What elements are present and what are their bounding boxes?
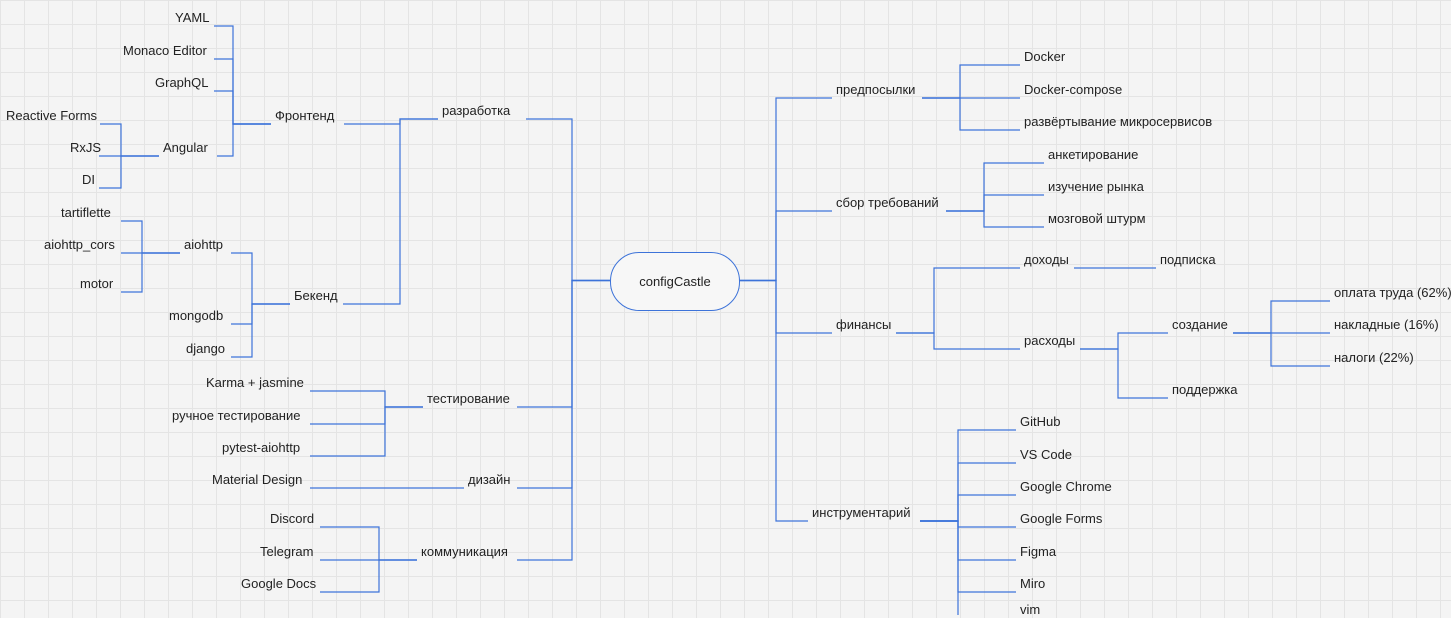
node-manual-testing[interactable]: ручное тестирование	[172, 408, 301, 423]
node-microservices[interactable]: развёртывание микросервисов	[1024, 114, 1213, 129]
edge-trebovaniya-anketirovanie	[946, 162, 1044, 212]
edge-root-kommunikaciya	[517, 279, 610, 561]
edge-root-razrabotka	[526, 118, 610, 282]
edge-razrabotka-backend	[343, 118, 438, 305]
edge-sozdanie-nalogi	[1233, 332, 1330, 367]
node-rxjs[interactable]: RxJS	[70, 140, 102, 155]
node-frontend[interactable]: Фронтенд	[275, 108, 335, 123]
node-di[interactable]: DI	[82, 172, 95, 187]
node-trebovaniya[interactable]: сбор требований	[836, 195, 939, 210]
edge-predposylki-docker	[922, 64, 1020, 99]
node-backend[interactable]: Бекенд	[294, 288, 338, 303]
edge-frontend-graphql	[214, 90, 271, 125]
node-github[interactable]: GitHub	[1020, 414, 1061, 429]
node-graphql[interactable]: GraphQL	[155, 75, 209, 90]
node-chrome[interactable]: Google Chrome	[1020, 479, 1112, 494]
node-aiohttp-cors[interactable]: aiohttp_cors	[44, 237, 115, 252]
node-shturm[interactable]: мозговой штурм	[1048, 211, 1146, 226]
node-vscode[interactable]: VS Code	[1020, 447, 1073, 462]
edge-backend-django	[231, 303, 290, 358]
edge-instrumentariy-github	[920, 429, 1016, 522]
edge-aiohttp-tartiflette	[121, 220, 180, 254]
node-predposylki[interactable]: предпосылки	[836, 82, 916, 97]
node-monaco[interactable]: Monaco Editor	[123, 43, 207, 58]
node-rynok[interactable]: изучение рынка	[1048, 179, 1144, 194]
node-dizain[interactable]: дизайн	[468, 472, 511, 487]
edge-testirovanie-pytest	[310, 406, 423, 457]
edge-testirovanie-manual-testing	[310, 406, 423, 425]
edge-root-dizain	[517, 279, 610, 489]
node-oplata[interactable]: оплата труда (62%)	[1334, 285, 1451, 300]
edge-trebovaniya-rynok	[946, 194, 1044, 212]
edge-finansy-rashody	[896, 332, 1020, 350]
node-kommunikaciya[interactable]: коммуникация	[421, 544, 508, 559]
node-mongodb[interactable]: mongodb	[169, 308, 224, 323]
edge-backend-aiohttp	[231, 252, 290, 305]
edge-angular-reactive-forms	[100, 123, 159, 157]
edge-testirovanie-karma	[310, 390, 423, 408]
node-root[interactable]: configCastle	[610, 252, 740, 311]
node-nakladnye[interactable]: накладные (16%)	[1334, 317, 1439, 332]
edge-kommunikaciya-gdocs	[320, 559, 417, 593]
edge-instrumentariy-chrome	[920, 494, 1016, 522]
node-sozdanie[interactable]: создание	[1172, 317, 1228, 332]
node-reactive-forms[interactable]: Reactive Forms	[6, 108, 98, 123]
node-telegram[interactable]: Telegram	[260, 544, 314, 559]
edge-angular-di	[99, 155, 159, 189]
edge-aiohttp-motor	[121, 252, 180, 293]
node-podderzhka[interactable]: поддержка	[1172, 382, 1238, 397]
edge-instrumentariy-vscode	[920, 462, 1016, 522]
edge-razrabotka-frontend	[344, 118, 438, 125]
edge-sozdanie-oplata	[1233, 300, 1330, 334]
node-nalogi[interactable]: налоги (22%)	[1334, 350, 1414, 365]
edge-backend-mongodb	[231, 303, 290, 325]
edge-frontend-angular	[217, 123, 271, 157]
edge-instrumentariy-miro	[920, 520, 1016, 593]
edge-instrumentariy-vim	[920, 520, 959, 615]
edge-finansy-dohody	[896, 267, 1020, 334]
node-miro[interactable]: Miro	[1020, 576, 1046, 591]
node-aiohttp[interactable]: aiohttp	[184, 237, 224, 252]
node-docker-compose[interactable]: Docker-compose	[1024, 82, 1123, 97]
node-rashody[interactable]: расходы	[1024, 333, 1076, 348]
node-discord[interactable]: Discord	[270, 511, 315, 526]
edge-root-testirovanie	[517, 279, 610, 408]
edge-rashody-sozdanie	[1080, 332, 1168, 350]
node-instrumentariy[interactable]: инструментарий	[812, 505, 911, 520]
node-pytest[interactable]: pytest-aiohttp	[222, 440, 301, 455]
edge-root-finansy	[738, 279, 832, 334]
node-testirovanie[interactable]: тестирование	[427, 391, 510, 406]
edge-kommunikaciya-discord	[320, 526, 417, 561]
node-docker[interactable]: Docker	[1024, 49, 1066, 64]
edge-root-predposylki	[738, 97, 832, 282]
node-podpiska[interactable]: подписка	[1160, 252, 1216, 267]
edge-trebovaniya-shturm	[946, 210, 1044, 228]
node-vim[interactable]: vim	[1020, 602, 1041, 617]
node-finansy[interactable]: финансы	[836, 317, 892, 332]
node-karma[interactable]: Karma + jasmine	[206, 375, 304, 390]
node-dohody[interactable]: доходы	[1024, 252, 1069, 267]
node-django[interactable]: django	[186, 341, 226, 356]
node-razrabotka[interactable]: разработка	[442, 103, 511, 118]
edge-frontend-yaml	[214, 25, 271, 125]
node-motor[interactable]: motor	[80, 276, 114, 291]
node-gdocs[interactable]: Google Docs	[241, 576, 317, 591]
edge-predposylki-microservices	[922, 97, 1020, 131]
node-tartiflette[interactable]: tartiflette	[61, 205, 111, 220]
edge-root-trebovaniya	[738, 210, 832, 282]
edge-rashody-podderzhka	[1080, 348, 1168, 399]
edge-root-instrumentariy	[738, 279, 808, 522]
node-yaml[interactable]: YAML	[175, 10, 210, 25]
edge-instrumentariy-gforms	[920, 520, 1016, 528]
node-gforms[interactable]: Google Forms	[1020, 511, 1103, 526]
node-figma[interactable]: Figma	[1020, 544, 1057, 559]
node-material[interactable]: Material Design	[212, 472, 303, 487]
node-anketirovanie[interactable]: анкетирование	[1048, 147, 1139, 162]
node-angular[interactable]: Angular	[163, 140, 208, 155]
